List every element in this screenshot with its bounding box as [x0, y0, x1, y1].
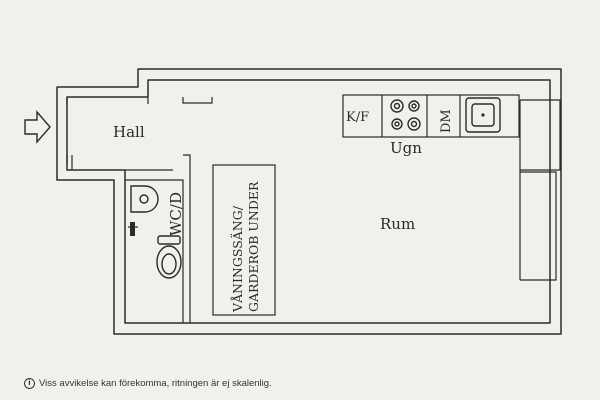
label-hall: Hall — [113, 123, 145, 141]
disclaimer: i Viss avvikelse kan förekomma, ritninge… — [24, 378, 272, 389]
bed-wardrobe — [212, 164, 276, 316]
kitchen-sink-icon — [465, 97, 501, 133]
stove-burners-icon — [390, 99, 421, 131]
hall-wall-stubs — [66, 97, 213, 170]
label-kf: K/F — [346, 110, 369, 125]
info-icon: i — [24, 378, 35, 389]
toilet-icon — [156, 235, 182, 279]
label-wc: WC/D — [167, 192, 185, 236]
outer-wall — [56, 68, 562, 335]
label-bed-line2: GARDEROB UNDER — [246, 181, 261, 312]
label-ugn: Ugn — [390, 139, 422, 157]
wc-walls — [125, 154, 191, 323]
entrance-arrow-icon — [24, 110, 51, 144]
disclaimer-text: Viss avvikelse kan förekomma, ritningen … — [39, 378, 272, 389]
kitchen-counter — [342, 94, 520, 138]
washbasin-icon — [130, 185, 159, 213]
label-dm: DM — [439, 109, 454, 133]
window-right — [519, 99, 561, 281]
label-bed-line1: VÅNINGSSÄNG/ — [229, 205, 245, 313]
shower-tap-icon — [128, 222, 138, 236]
label-rum: Rum — [380, 215, 415, 233]
